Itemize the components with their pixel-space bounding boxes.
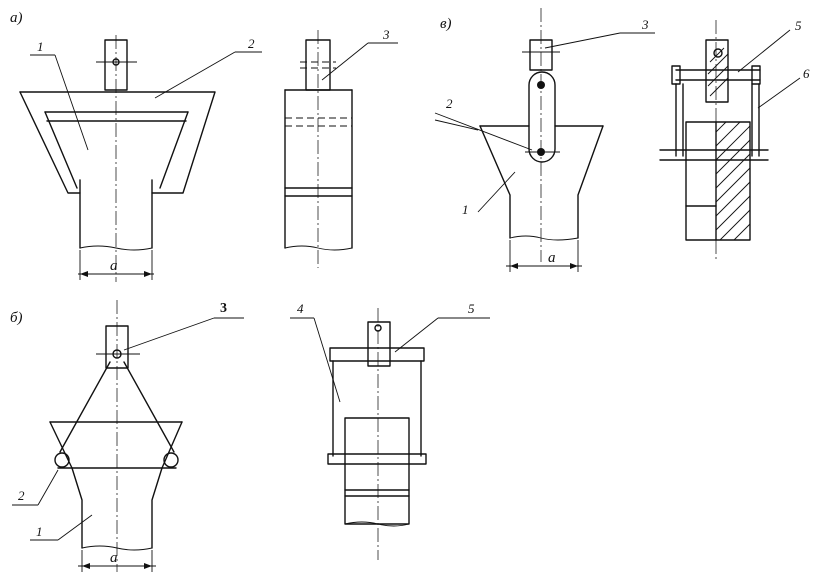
panel-b-label: б) [10,310,23,326]
callout-1: 1 [37,39,44,54]
panel-a-label: а) [10,10,23,26]
dimension-a-label: а [110,258,118,274]
callout-v-5: 5 [795,18,802,33]
callout-b-4: 4 [297,301,304,316]
panel-v: в) а 1 2 3 [434,8,810,272]
callout-v-2: 2 [446,96,453,111]
dimension-b-label: а [110,550,118,566]
section-hatching [707,47,751,241]
panel-v-label: в) [440,16,452,32]
panel-b: б) а 3 2 1 [10,300,490,572]
callout-2: 2 [248,36,255,51]
panel-a: а) а 1 2 [10,10,398,282]
callout-b-5: 5 [468,301,475,316]
callout-v-1: 1 [462,202,469,217]
callout-3: 3 [382,27,390,42]
dimension-v-label: а [548,250,556,266]
callout-b-3: 3 [220,301,227,316]
callout-v-3: 3 [641,17,649,32]
callout-b-2: 2 [18,488,25,503]
callout-v-6: 6 [803,66,810,81]
callout-b-1: 1 [36,524,43,539]
